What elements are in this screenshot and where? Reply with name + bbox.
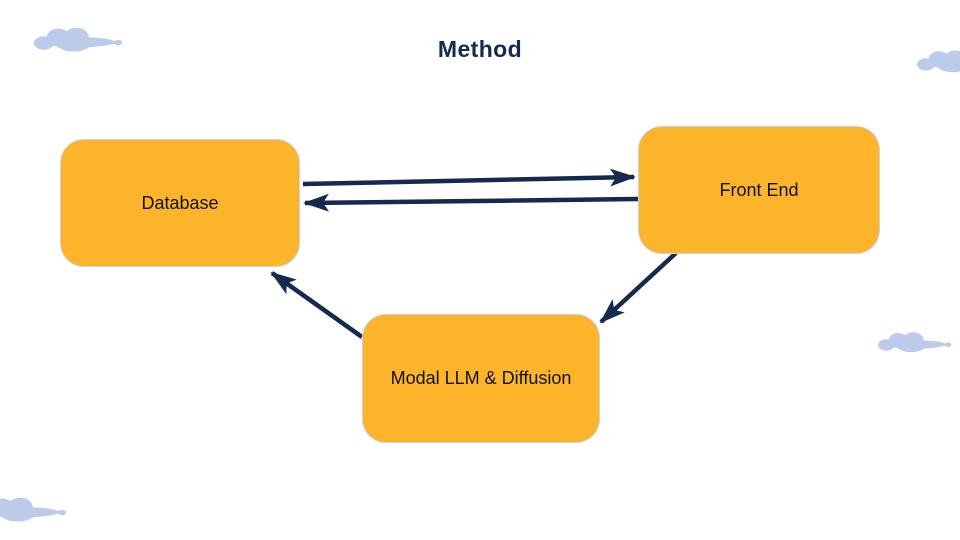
node-modal-llm-diffusion: Modal LLM & Diffusion [362, 314, 600, 443]
cloud-middle-right-icon [878, 332, 952, 353]
arrow-database-to-frontend [302, 168, 636, 187]
node-modal-llm-diffusion-label: Modal LLM & Diffusion [390, 368, 572, 388]
arrow-frontend-to-modal [599, 251, 678, 324]
arrow-modal-to-database [270, 271, 364, 339]
node-front-end: Front End [638, 126, 880, 254]
node-database: Database [60, 139, 300, 267]
arrow-frontend-to-database [303, 193, 641, 212]
node-database-label: Database [141, 192, 219, 213]
slide-title: Method [437, 36, 523, 62]
node-front-end-label: Front End [719, 179, 799, 200]
cloud-bottom-left-icon [0, 497, 67, 522]
